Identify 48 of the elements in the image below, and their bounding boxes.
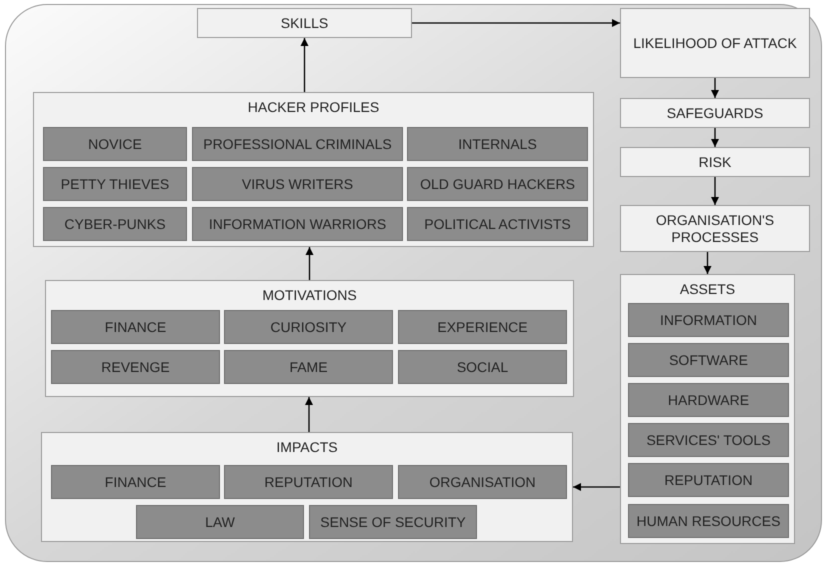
item-box: FAME (224, 350, 393, 384)
arrow (573, 483, 620, 491)
item-box: HUMAN RESOURCES (628, 504, 789, 538)
group-panel (620, 274, 795, 544)
process-box: RISK (620, 147, 810, 177)
arrow (704, 252, 712, 274)
item-box: LAW (136, 505, 304, 539)
item-box: REVENGE (51, 350, 220, 384)
process-box: SKILLS (197, 8, 412, 38)
item-box: PETTY THIEVES (43, 167, 187, 201)
arrow (711, 128, 719, 147)
item-box: HARDWARE (628, 383, 789, 417)
process-box: SAFEGUARDS (620, 98, 810, 128)
group-panel (33, 92, 594, 247)
item-box: NOVICE (43, 127, 187, 161)
item-box: CYBER-PUNKS (43, 207, 187, 241)
item-box: SOFTWARE (628, 343, 789, 377)
item-box: INFORMATION WARRIORS (192, 207, 403, 241)
item-box: EXPERIENCE (398, 310, 567, 344)
arrow (306, 247, 314, 280)
item-box: ORGANISATION (398, 465, 567, 499)
item-box: INTERNALS (407, 127, 588, 161)
panel-heading: ASSETS (678, 280, 736, 298)
item-box: REPUTATION (628, 463, 789, 497)
item-box: INFORMATION (628, 303, 789, 337)
item-box: CURIOSITY (224, 310, 393, 344)
item-box: OLD GUARD HACKERS (407, 167, 588, 201)
item-box: FINANCE (51, 310, 220, 344)
item-box: REPUTATION (224, 465, 393, 499)
arrow (711, 78, 719, 98)
group-panel (41, 432, 573, 542)
panel-heading: HACKER PROFILES (246, 98, 380, 116)
item-box: FINANCE (51, 465, 220, 499)
item-box: VIRUS WRITERS (192, 167, 403, 201)
item-box: SENSE OF SECURITY (309, 505, 477, 539)
arrow (300, 38, 308, 92)
panel-heading: IMPACTS (275, 438, 339, 456)
item-box: PROFESSIONAL CRIMINALS (192, 127, 403, 161)
group-panel (45, 280, 574, 397)
item-box: SOCIAL (398, 350, 567, 384)
item-box: SERVICES' TOOLS (628, 423, 789, 457)
arrow (305, 397, 313, 432)
arrow (412, 19, 620, 27)
process-box: LIKELIHOOD OF ATTACK (620, 8, 810, 78)
process-box: ORGANISATION'S PROCESSES (620, 205, 810, 252)
item-box: POLITICAL ACTIVISTS (407, 207, 588, 241)
panel-heading: MOTIVATIONS (261, 286, 358, 304)
arrow (711, 177, 719, 205)
